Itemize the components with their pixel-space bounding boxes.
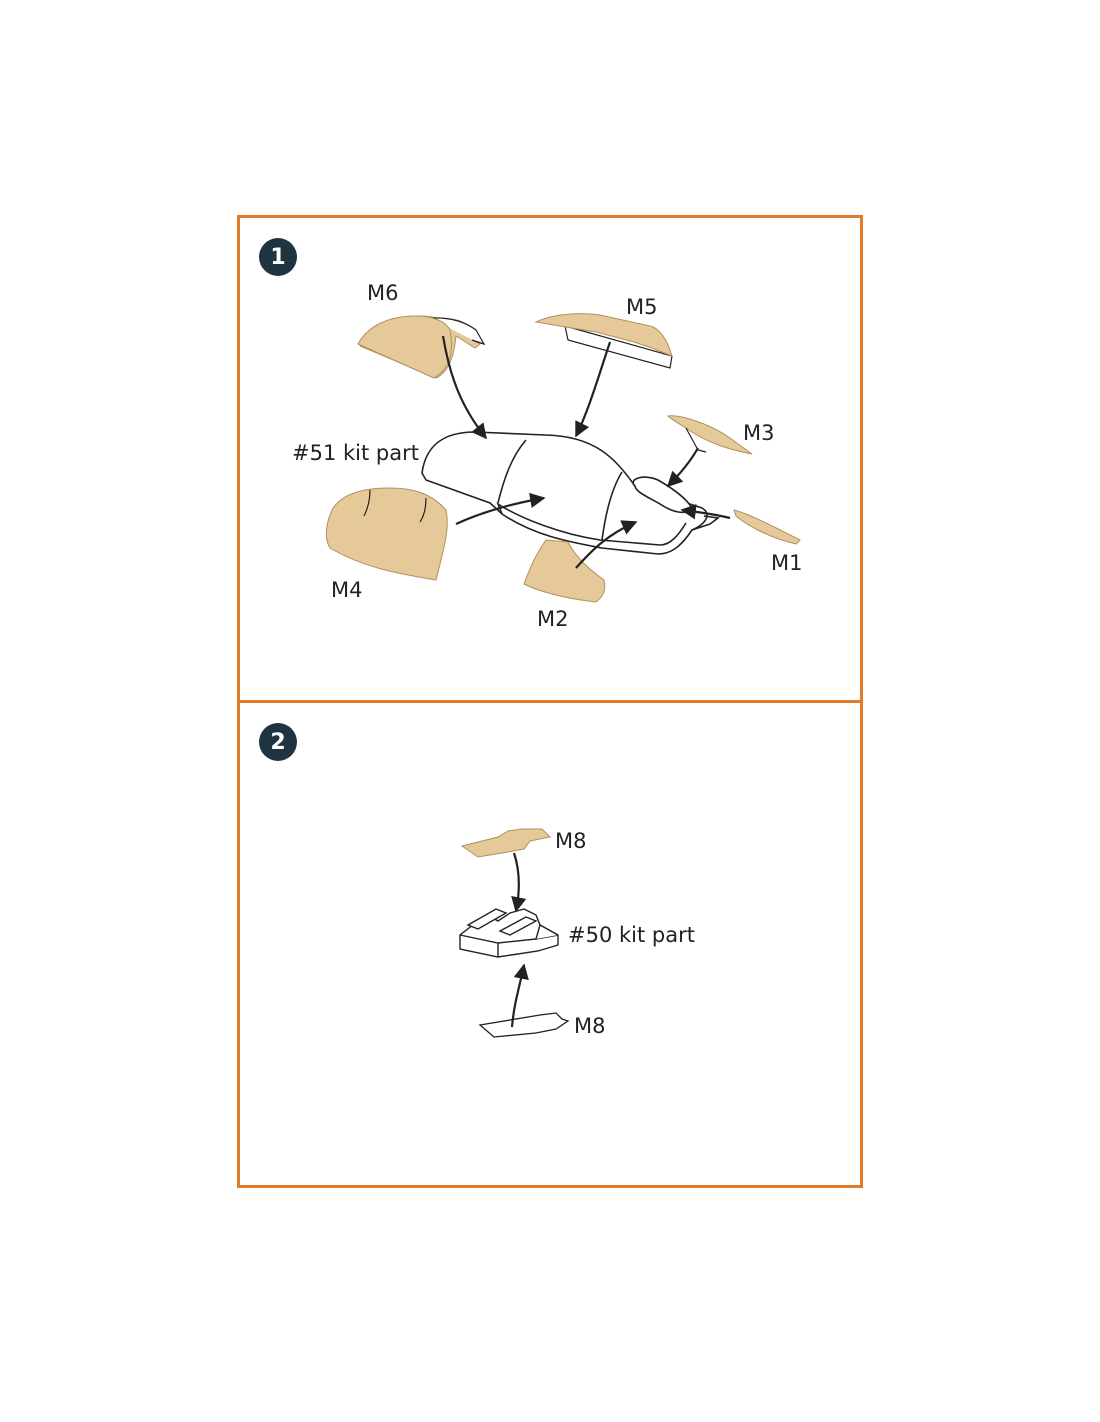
label-kit-part-51: #51 kit part	[292, 441, 419, 465]
step-1-diagram: M6 M5 M3 #51 kit part M1 M4 M2	[292, 281, 802, 631]
mask-part-m4	[325, 487, 448, 581]
mask-part-m1	[733, 509, 801, 545]
step-2-panel: 2 M8 #50 kit part M8	[237, 700, 863, 1188]
step-2-badge: 2	[259, 723, 297, 761]
mask-part-m8-top	[460, 828, 552, 858]
label-m3: M3	[743, 421, 774, 445]
label-m5: M5	[626, 295, 657, 319]
label-m1: M1	[771, 551, 802, 575]
mask-part-m2	[523, 539, 606, 603]
mask-part-m6	[357, 315, 486, 379]
label-m8-bottom: M8	[574, 1014, 605, 1038]
canopy-kit-part-51	[421, 431, 721, 555]
step-1-arrows	[441, 335, 731, 569]
label-kit-part-50: #50 kit part	[568, 923, 695, 947]
label-m4: M4	[331, 578, 362, 602]
mask-part-m8-bottom	[478, 1012, 570, 1038]
label-m6: M6	[367, 281, 398, 305]
step-2-arrows	[510, 852, 529, 1028]
step-1-panel: 1	[237, 215, 863, 703]
step-1-badge: 1	[259, 238, 297, 276]
mask-part-m5	[534, 313, 673, 369]
label-m8-top: M8	[555, 829, 586, 853]
step-2-diagram: M8 #50 kit part M8	[459, 828, 695, 1038]
kit-part-50	[459, 908, 559, 958]
label-m2: M2	[537, 607, 568, 631]
mask-part-m3	[666, 415, 753, 455]
